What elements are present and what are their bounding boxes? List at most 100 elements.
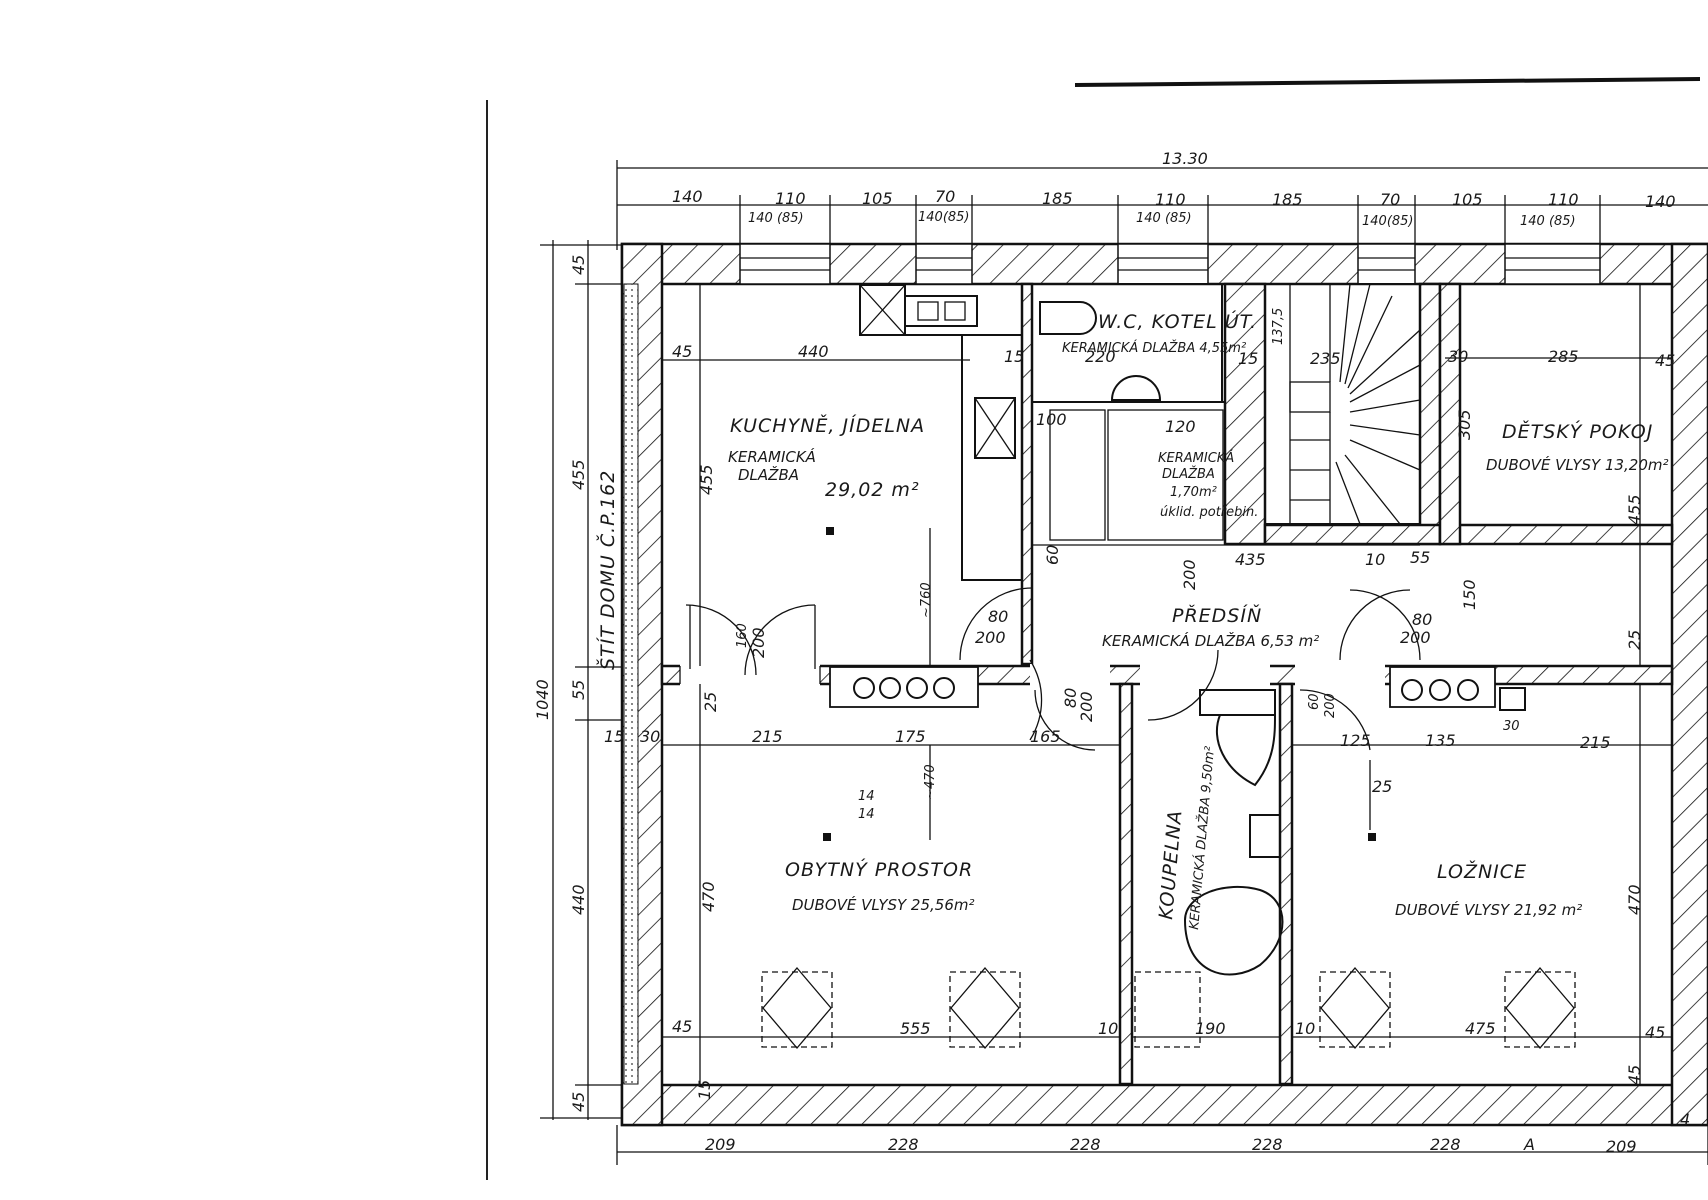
svg-text:DUBOVÉ VLYSY 25,56m²: DUBOVÉ VLYSY 25,56m² xyxy=(792,895,975,914)
svg-text:80: 80 xyxy=(988,607,1008,626)
svg-text:228: 228 xyxy=(1430,1135,1461,1154)
svg-text:200: 200 xyxy=(975,628,1006,647)
svg-text:10: 10 xyxy=(1098,1019,1118,1038)
svg-text:110: 110 xyxy=(1155,190,1186,209)
svg-text:45: 45 xyxy=(672,1017,692,1036)
top-segment-dims: 140 110 105 70 185 110 185 70 105 110 14… xyxy=(672,187,1676,211)
bottom-dims: 209 228 228 228 228 209 xyxy=(705,1135,1637,1156)
room-hall: PŘEDSÍŇ KERAMICKÁ DLAŽBA 6,53 m² xyxy=(1102,604,1319,650)
svg-text:190: 190 xyxy=(1195,1019,1226,1038)
svg-text:455: 455 xyxy=(697,464,716,495)
svg-text:15: 15 xyxy=(695,1080,714,1100)
svg-text:125: 125 xyxy=(1340,731,1371,750)
svg-text:215: 215 xyxy=(1580,733,1611,752)
sheet-top-edge xyxy=(1074,77,1701,87)
svg-text:úklid. potřebin.: úklid. potřebin. xyxy=(1160,505,1258,520)
inner-dimension-texts: 45 440 455 15 220 15 235 137,5 30 285 45… xyxy=(604,308,1690,1154)
svg-text:~760: ~760 xyxy=(919,582,934,618)
svg-text:45: 45 xyxy=(1625,1065,1644,1085)
svg-text:475: 475 xyxy=(1465,1019,1496,1038)
svg-text:165: 165 xyxy=(1030,727,1061,746)
svg-text:10: 10 xyxy=(1295,1019,1315,1038)
svg-text:80: 80 xyxy=(1061,688,1080,708)
svg-text:55: 55 xyxy=(1410,548,1430,567)
insulation-strip xyxy=(623,283,639,1085)
svg-text:140 (85): 140 (85) xyxy=(748,211,804,226)
svg-text:120: 120 xyxy=(1165,417,1196,436)
svg-text:25: 25 xyxy=(701,692,720,712)
svg-text:A: A xyxy=(1523,1135,1535,1154)
svg-text:DLAŽBA: DLAŽBA xyxy=(738,465,799,484)
svg-text:200: 200 xyxy=(1180,559,1199,590)
svg-text:110: 110 xyxy=(1548,190,1579,209)
room-living: OBYTNÝ PROSTOR DUBOVÉ VLYSY 25,56m² xyxy=(785,858,975,914)
svg-text:KERAMICKÁ DLAŽBA 6,53 m²: KERAMICKÁ DLAŽBA 6,53 m² xyxy=(1102,631,1319,650)
left-dimension-lines xyxy=(540,240,625,1120)
svg-text:200: 200 xyxy=(1400,628,1431,647)
svg-text:DLAŽBA: DLAŽBA xyxy=(1162,466,1215,482)
svg-text:140(85): 140(85) xyxy=(1362,214,1414,229)
svg-text:KOUPELNA: KOUPELNA xyxy=(1155,809,1187,921)
svg-text:215: 215 xyxy=(752,727,783,746)
svg-text:60: 60 xyxy=(1043,545,1062,565)
room-kitchen: KUCHYNĚ, JÍDELNA KERAMICKÁ DLAŽBA 29,02 … xyxy=(728,414,925,501)
svg-text:25: 25 xyxy=(1372,777,1392,796)
ceiling-fixtures xyxy=(761,527,1576,1050)
svg-text:228: 228 xyxy=(1070,1135,1101,1154)
room-kids: DĚTSKÝ POKOJ DUBOVÉ VLYSY 13,20m² xyxy=(1486,420,1669,474)
window-opening-dims: 140 (85) 140(85) 140 (85) 140(85) 140 (8… xyxy=(748,210,1576,229)
door-openings xyxy=(679,664,1385,686)
svg-text:15: 15 xyxy=(604,727,624,746)
svg-text:30: 30 xyxy=(1448,347,1468,366)
overall-width-dim: 13.30 xyxy=(1162,149,1208,168)
svg-text:209: 209 xyxy=(705,1135,736,1154)
kitchen-fixtures xyxy=(859,284,1023,581)
svg-text:W.C, KOTEL ÚT.: W.C, KOTEL ÚT. xyxy=(1098,309,1257,333)
svg-text:140: 140 xyxy=(1645,192,1676,211)
svg-text:55: 55 xyxy=(569,680,588,700)
svg-text:175: 175 xyxy=(895,727,926,746)
svg-text:1,70m²: 1,70m² xyxy=(1170,485,1217,500)
svg-text:105: 105 xyxy=(862,189,893,208)
svg-text:455: 455 xyxy=(569,459,588,490)
svg-text:185: 185 xyxy=(1272,190,1303,209)
svg-text:60: 60 xyxy=(1307,693,1322,710)
svg-text:45: 45 xyxy=(569,255,588,275)
svg-text:KUCHYNĚ, JÍDELNA: KUCHYNĚ, JÍDELNA xyxy=(730,414,925,437)
svg-text:140 (85): 140 (85) xyxy=(1136,211,1192,226)
svg-text:200: 200 xyxy=(1077,691,1096,722)
svg-text:25: 25 xyxy=(1625,630,1644,650)
svg-text:140(85): 140(85) xyxy=(918,210,970,225)
svg-text:140 (85): 140 (85) xyxy=(1520,214,1576,229)
svg-text:14: 14 xyxy=(858,807,875,822)
chimney-flues xyxy=(829,666,1526,711)
left-segment-dims: 45 455 55 440 45 xyxy=(569,255,588,1112)
svg-text:45: 45 xyxy=(1645,1023,1665,1042)
svg-text:DĚTSKÝ POKOJ: DĚTSKÝ POKOJ xyxy=(1502,420,1653,443)
svg-text:15: 15 xyxy=(1238,349,1258,368)
svg-text:45: 45 xyxy=(1655,351,1675,370)
svg-text:470: 470 xyxy=(1625,884,1644,915)
svg-text:285: 285 xyxy=(1548,347,1579,366)
svg-text:30: 30 xyxy=(640,727,660,746)
wc-fixtures xyxy=(1031,283,1225,541)
svg-text:228: 228 xyxy=(888,1135,919,1154)
svg-text:PŘEDSÍŇ: PŘEDSÍŇ xyxy=(1172,604,1262,627)
svg-text:~470: ~470 xyxy=(923,764,938,800)
door-swings xyxy=(685,587,1421,751)
svg-text:KERAMICKÁ: KERAMICKÁ xyxy=(1158,450,1234,466)
svg-text:440: 440 xyxy=(569,884,588,915)
svg-text:305: 305 xyxy=(1455,409,1474,440)
svg-text:DUBOVÉ VLYSY 21,92 m²: DUBOVÉ VLYSY 21,92 m² xyxy=(1395,900,1582,919)
svg-text:70: 70 xyxy=(1380,190,1400,209)
staircase xyxy=(1264,283,1421,525)
svg-text:70: 70 xyxy=(935,187,955,206)
svg-text:105: 105 xyxy=(1452,190,1483,209)
svg-text:100: 100 xyxy=(1036,410,1067,429)
svg-text:4: 4 xyxy=(1680,1110,1690,1129)
svg-text:KERAMICKÁ DLAŽBA 9,50m²: KERAMICKÁ DLAŽBA 9,50m² xyxy=(1186,745,1218,930)
svg-text:137,5: 137,5 xyxy=(1271,308,1286,345)
top-dimension-lines xyxy=(616,160,1708,250)
svg-text:15: 15 xyxy=(1004,347,1024,366)
svg-text:29,02 m²: 29,02 m² xyxy=(825,479,920,501)
